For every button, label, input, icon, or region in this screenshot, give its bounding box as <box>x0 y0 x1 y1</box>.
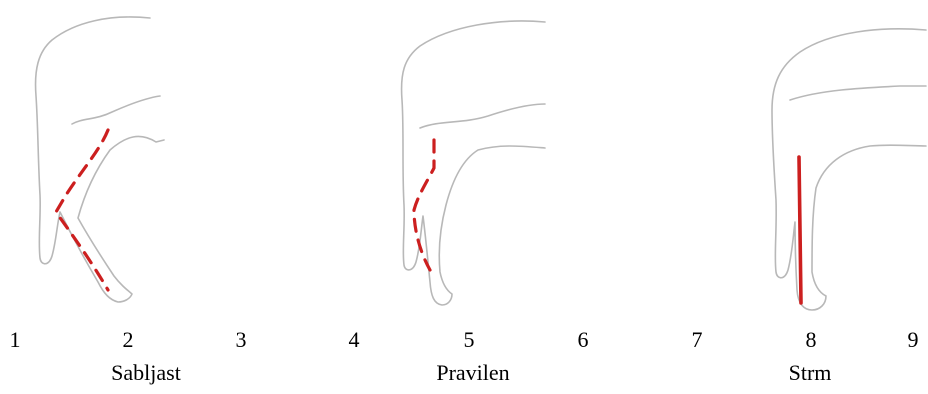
scale-number: 4 <box>348 327 360 352</box>
scale-number: 3 <box>235 327 247 352</box>
scale-number: 5 <box>463 327 475 352</box>
leg-line-pravilen <box>412 138 436 272</box>
caption-strm: Strm <box>788 360 832 385</box>
scale-number: 8 <box>805 327 817 352</box>
caption-pravilen: Pravilen <box>436 360 510 385</box>
leg-outline-sabljast <box>34 16 165 303</box>
panel-strm <box>771 28 927 311</box>
panel-pravilen <box>400 20 546 306</box>
scale-number: 2 <box>122 327 134 352</box>
leg-outline-pravilen <box>400 20 546 306</box>
scale-number: 1 <box>9 327 21 352</box>
scale-number: 7 <box>691 327 703 352</box>
scale-number: 6 <box>577 327 589 352</box>
leg-line-sabljast <box>54 128 110 292</box>
leg-outline-strm <box>771 28 927 311</box>
leg-line-strm <box>797 155 803 305</box>
scale-number: 9 <box>907 327 919 352</box>
caption-sabljast: Sabljast <box>111 360 181 385</box>
panel-sabljast <box>34 16 165 303</box>
